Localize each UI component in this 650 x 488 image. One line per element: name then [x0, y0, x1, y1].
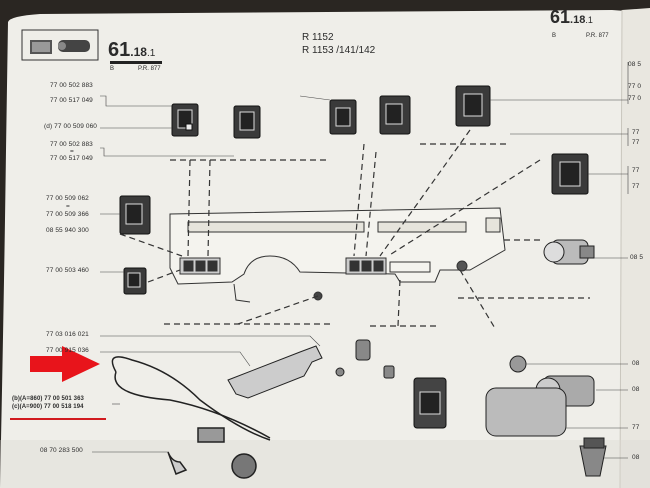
lighter-element-parts — [485, 355, 607, 477]
page-number-right: 61.18.1 — [550, 7, 593, 27]
part-number-right: 77 — [632, 167, 640, 174]
part-number: 08 70 283 500 — [40, 447, 83, 454]
equals-sign: = — [70, 148, 74, 155]
cigar-lighter-part — [543, 239, 595, 265]
pr-code-right: P.R. 877 — [586, 33, 609, 39]
part-number-right: 77 0 — [628, 83, 642, 90]
part-number: 77 00 509 062 — [46, 195, 89, 202]
part-number: 77 00 502 883 — [50, 141, 93, 148]
part-number: 77 00 509 366 — [46, 211, 89, 218]
part-number: 77 00 517 049 — [50, 155, 93, 162]
part-number: 77 00 915 036 — [46, 347, 89, 354]
connector-parts — [335, 339, 395, 379]
light-switch — [413, 377, 447, 429]
label-b: B — [110, 66, 115, 72]
part-number: (d) 77 00 509 060 — [44, 123, 98, 130]
choke-cable — [111, 356, 271, 479]
part-number-c: (c)(A=900) 77 00 518 194 — [12, 404, 84, 410]
pr-code: P.R. 877 — [138, 66, 161, 72]
part-number-right: 08 5 — [630, 254, 644, 261]
red-arrow-icon — [30, 346, 100, 382]
part-number: 77 00 503 460 — [46, 267, 89, 274]
small-switch — [123, 267, 147, 295]
bracket-part — [227, 345, 323, 399]
part-number-right: 08 — [632, 386, 640, 393]
rocker-switch-7 — [119, 195, 151, 235]
part-number-right: 08 5 — [628, 61, 642, 68]
part-number: 77 00 502 883 — [50, 82, 93, 89]
part-number: 08 55 940 300 — [46, 227, 89, 234]
part-number-b: (b)(A=860) 77 00 501 363 — [12, 396, 84, 402]
rocker-switch-2 — [233, 105, 261, 139]
part-number-right: 77 — [632, 183, 640, 190]
label-b-right: B — [552, 33, 557, 39]
rocker-switch-5 — [455, 85, 491, 127]
part-number-right: 08 — [632, 454, 640, 461]
model-line-2: R 1153 /141/142 — [302, 45, 376, 56]
part-number: 77 03 016 021 — [46, 331, 89, 338]
part-number: 77 00 517 049 — [50, 97, 93, 104]
part-number-right: 77 0 — [628, 95, 642, 102]
red-underline — [10, 418, 106, 420]
part-number-right: 08 — [632, 360, 640, 367]
rocker-switch-3 — [329, 99, 357, 135]
dashboard-panel-diagram — [169, 207, 506, 303]
part-number-right: 77 — [632, 129, 640, 136]
part-number-right: 77 — [632, 139, 640, 146]
part-number-right: 77 — [632, 424, 640, 431]
model-line-1: R 1152 — [302, 32, 334, 43]
rocker-switch-1 — [171, 103, 199, 137]
rocker-switch-6 — [551, 153, 589, 195]
lighter-header-icon — [21, 29, 99, 61]
page-number: 61.18.1 — [108, 39, 156, 61]
equals-sign: = — [66, 203, 70, 210]
rocker-switch-4 — [379, 95, 411, 135]
